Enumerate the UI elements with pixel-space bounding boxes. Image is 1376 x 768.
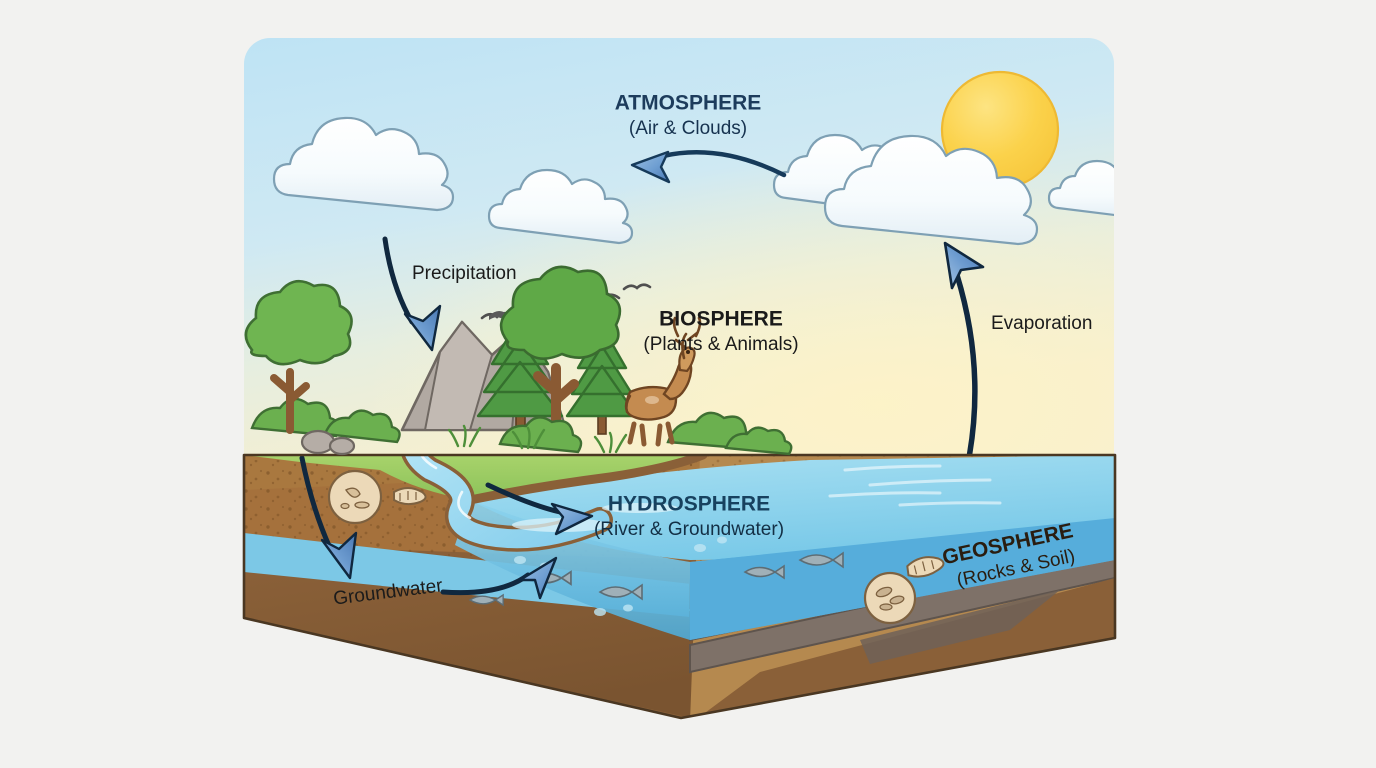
stratum-bedrock [244, 572, 700, 718]
vegetation-group [244, 265, 793, 456]
tree-conifer [565, 324, 639, 435]
cloud-group [272, 116, 1114, 246]
label-hydrosphere: HYDROSPHERE (River & Groundwater) [594, 493, 784, 540]
fish-icon [743, 564, 785, 580]
water-highlights [828, 464, 1002, 507]
fossil-worm-right [906, 556, 945, 578]
rock-group [300, 429, 356, 456]
fossil-worm-left [393, 487, 427, 506]
evaporation-arrow [943, 241, 985, 454]
cloud-icon [272, 116, 455, 212]
rock-lens [860, 590, 1060, 664]
label-atmosphere: ATMOSPHERE (Air & Clouds) [615, 92, 762, 139]
hydrosphere-subtitle: (River & Groundwater) [594, 519, 784, 540]
grass-tuft-group [447, 424, 628, 454]
earth-block [242, 453, 1117, 720]
cloud-icon [487, 168, 634, 245]
fossil-circle-right [863, 571, 917, 625]
fossil-circle-left [327, 469, 383, 525]
fish-icon [598, 583, 643, 601]
biosphere-subtitle: (Plants & Animals) [643, 334, 798, 355]
fish-icon [798, 551, 844, 569]
grass-land [244, 455, 700, 500]
atmospheric-transport-arrow [630, 150, 787, 184]
fish-icon [468, 593, 504, 607]
groundwater-arrow [299, 455, 358, 580]
tree-deciduous [499, 265, 622, 441]
atmosphere-title: ATMOSPHERE [615, 92, 762, 115]
biosphere-title: BIOSPHERE [659, 308, 783, 331]
precipitation-label: Precipitation [412, 263, 517, 284]
label-biosphere: BIOSPHERE (Plants & Animals) [643, 308, 798, 355]
runoff-arrow [485, 482, 594, 536]
precipitation-arrow [382, 236, 442, 352]
bird-icon [622, 283, 652, 291]
deer-icon [624, 316, 702, 447]
hydrosphere-title: HYDROSPHERE [608, 493, 770, 516]
tree-deciduous [244, 279, 353, 434]
bush [250, 397, 401, 444]
evaporation-label: Evaporation [991, 313, 1092, 334]
cloud-icon [823, 134, 1039, 246]
atmosphere-subtitle: (Air & Clouds) [629, 118, 747, 139]
groundwater-discharge-arrow [440, 556, 558, 600]
cloud-icon [1047, 159, 1114, 222]
